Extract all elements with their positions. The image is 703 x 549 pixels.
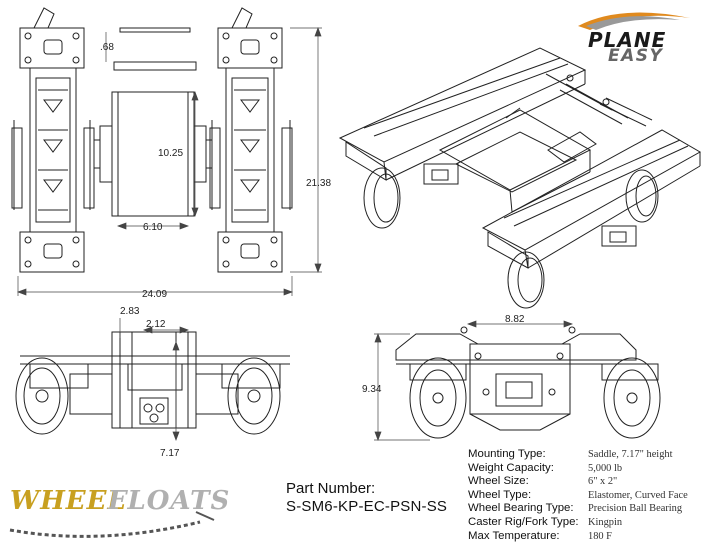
right-caster-plate [209, 7, 293, 273]
side-view [374, 320, 661, 441]
spec-value: 6" x 2" [588, 476, 618, 488]
dim-overall-length: 21.38 [306, 178, 331, 189]
dim-front-width: 2.12 [146, 319, 166, 330]
spec-label: Wheel Size: [468, 475, 529, 488]
plane-easy-logo-line1: PLANE [588, 28, 667, 52]
dim-pin-offset: .68 [100, 42, 114, 53]
spec-label: Caster Rig/Fork Type: [468, 515, 579, 528]
dim-side-width: 8.82 [505, 314, 525, 325]
spec-row: Wheel Size: 6" x 2" [468, 475, 700, 489]
wheel-floats-chain [9, 511, 215, 538]
wheel-floats-logo-part2: FLOATS [108, 486, 231, 516]
left-caster-plate [11, 7, 95, 273]
spec-value: 5,000 lb [588, 462, 623, 474]
plane-easy-logo-line2: EASY [608, 46, 664, 66]
plane-easy-swoosh [578, 12, 690, 30]
spec-row: Max Temperature: 180 F [468, 530, 700, 544]
spec-row: Mounting Type: Saddle, 7.17" height [468, 448, 700, 462]
dim-overall-width: 24.09 [142, 289, 167, 300]
dim-saddle-width: 6.10 [143, 222, 163, 233]
dim-saddle-height: 10.25 [158, 148, 183, 159]
isometric-view [338, 47, 702, 309]
center-saddle [93, 91, 213, 217]
part-number-label: Part Number: [286, 480, 376, 497]
spec-label: Mounting Type: [468, 448, 546, 460]
spec-row: Wheel Type: Elastomer, Curved Face [468, 489, 700, 503]
spec-label: Wheel Bearing Type: [468, 502, 574, 515]
spec-row: Wheel Bearing Type: Precision Ball Beari… [468, 502, 700, 516]
dim-side-height: 9.34 [362, 384, 382, 395]
spec-row: Caster Rig/Fork Type: Kingpin [468, 516, 700, 530]
part-number-value: S-SM6-KP-EC-PSN-SS [286, 498, 448, 515]
dim-front-offset: 2.83 [120, 306, 140, 317]
spec-table: Mounting Type: Saddle, 7.17" height Weig… [468, 448, 700, 543]
spec-label: Weight Capacity: [468, 461, 554, 474]
wheel-floats-logo-part1: WHEEL [10, 486, 127, 516]
dim-front-height: 7.17 [160, 448, 180, 459]
spec-value: 180 F [588, 530, 612, 542]
spec-label: Wheel Type: [468, 488, 532, 501]
spec-row: Weight Capacity: 5,000 lb [468, 462, 700, 476]
spec-value: Precision Ball Bearing [588, 503, 683, 515]
pin [113, 27, 197, 71]
front-view [15, 318, 290, 441]
top-view [11, 7, 322, 296]
spec-label: Max Temperature: [468, 529, 560, 542]
spec-value: Elastomer, Curved Face [588, 489, 688, 501]
spec-value: Kingpin [588, 516, 623, 528]
spec-value: Saddle, 7.17" height [588, 449, 673, 460]
